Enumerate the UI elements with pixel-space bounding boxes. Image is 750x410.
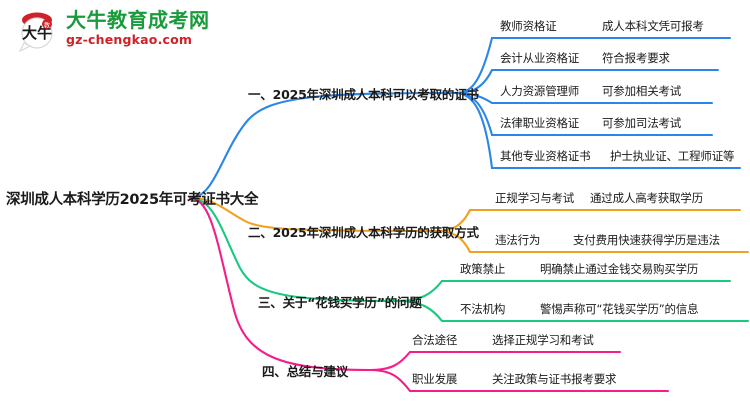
leaf-desc: 警惕声称可“花钱买学历”的信息 bbox=[540, 302, 699, 316]
leaf-3-1[interactable]: 政策禁止 明确禁止通过金钱交易购买学历 bbox=[460, 261, 730, 281]
logo-title: 大牛教育成考网 bbox=[66, 8, 210, 32]
leaf-desc: 明确禁止通过金钱交易购买学历 bbox=[540, 262, 699, 276]
branch-title-4[interactable]: 四、总结与建议 bbox=[262, 364, 349, 379]
site-logo: 大牛 教 大牛教育成考网 gz-chengkao.com bbox=[14, 8, 244, 58]
leaf-desc: 可参加相关考试 bbox=[602, 84, 682, 98]
branch-title-3[interactable]: 三、关于“花钱买学历”的问题 bbox=[258, 295, 422, 310]
leaf-desc: 支付费用快速获得学历是违法 bbox=[573, 233, 720, 247]
connector-branch-2-to-leaf-1 bbox=[435, 208, 742, 233]
leaf-desc: 成人本科文凭可报考 bbox=[602, 19, 704, 33]
daniu-bull-logo-icon: 大牛 教 bbox=[18, 12, 53, 53]
leaf-2-2[interactable]: 违法行为 支付费用快速获得学历是违法 bbox=[495, 232, 750, 252]
leaf-1-4[interactable]: 法律职业资格证 可参加司法考试 bbox=[500, 115, 730, 135]
branch-title-2[interactable]: 二、2025年深圳成人本科学历的获取方式 bbox=[248, 225, 479, 240]
branch-title-1[interactable]: 一、2025年深圳成人本科可以考取的证书 bbox=[248, 87, 479, 102]
leaf-desc: 通过成人高考获取学历 bbox=[590, 191, 703, 205]
leaf-label: 其他专业资格证书 bbox=[500, 149, 591, 163]
leaf-4-2[interactable]: 职业发展 关注政策与证书报考要求 bbox=[412, 371, 668, 391]
leaf-label: 会计从业资格证 bbox=[500, 51, 580, 65]
leaf-label: 合法途径 bbox=[412, 333, 458, 347]
leaf-3-2[interactable]: 不法机构 警惕声称可“花钱买学历”的信息 bbox=[460, 301, 748, 321]
svg-text:教: 教 bbox=[44, 22, 50, 30]
leaf-1-2[interactable]: 会计从业资格证 符合报考要求 bbox=[500, 50, 736, 70]
leaf-label: 法律职业资格证 bbox=[500, 116, 580, 130]
leaf-label: 政策禁止 bbox=[460, 262, 506, 276]
leaf-label: 人力资源管理师 bbox=[500, 84, 580, 98]
leaf-label: 教师资格证 bbox=[500, 19, 557, 33]
leaf-desc: 关注政策与证书报考要求 bbox=[492, 372, 617, 386]
connector-branch-3-to-leaf-1 bbox=[398, 279, 732, 303]
mindmap-root-node[interactable]: 深圳成人本科学历2025年可考证书大全 bbox=[6, 188, 259, 209]
leaf-label: 不法机构 bbox=[460, 302, 506, 316]
leaf-label: 职业发展 bbox=[412, 372, 458, 386]
leaf-label: 违法行为 bbox=[495, 233, 541, 247]
leaf-1-1[interactable]: 教师资格证 成人本科文凭可报考 bbox=[500, 18, 748, 38]
connector-root-to-branch-1 bbox=[188, 91, 457, 200]
leaf-1-3[interactable]: 人力资源管理师 可参加相关考试 bbox=[500, 83, 730, 103]
svg-text:大牛: 大牛 bbox=[22, 24, 52, 42]
connector-branch-4-to-leaf-1 bbox=[368, 350, 622, 372]
leaf-label: 正规学习与考试 bbox=[495, 191, 575, 205]
leaf-1-5[interactable]: 其他专业资格证书 护士执业证、工程师证等 bbox=[500, 148, 748, 168]
logo-text: 大牛教育成考网 gz-chengkao.com bbox=[66, 8, 246, 48]
leaf-desc: 选择正规学习和考试 bbox=[492, 333, 594, 347]
leaf-desc: 护士执业证、工程师证等 bbox=[610, 149, 735, 163]
connector-root-to-branch-3 bbox=[188, 196, 402, 303]
leaf-4-1[interactable]: 合法途径 选择正规学习和考试 bbox=[412, 332, 620, 352]
root-label: 深圳成人本科学历2025年可考证书大全 bbox=[6, 192, 259, 208]
leaf-desc: 可参加司法考试 bbox=[602, 116, 682, 130]
leaf-2-1[interactable]: 正规学习与考试 通过成人高考获取学历 bbox=[495, 190, 745, 210]
leaf-desc: 符合报考要求 bbox=[602, 51, 670, 65]
logo-subtitle: gz-chengkao.com bbox=[66, 32, 193, 47]
